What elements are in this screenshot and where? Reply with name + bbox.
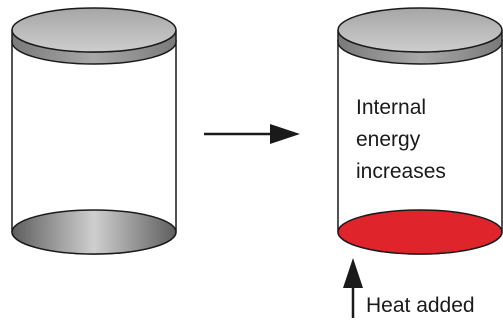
right-cylinder: Internal energy increases <box>337 7 503 255</box>
internal-energy-label-line-3: increases <box>356 160 446 183</box>
up-arrow-icon <box>343 258 363 318</box>
internal-energy-label-line-1: Internal <box>356 96 426 119</box>
left-cylinder <box>11 7 177 255</box>
internal-energy-label-line-2: energy <box>356 128 421 151</box>
internal-energy-label: Internal energy increases <box>356 96 446 183</box>
left-cylinder-lid-top <box>11 7 177 53</box>
heat-added-label: Heat added <box>366 294 475 317</box>
heated-base <box>337 209 503 255</box>
left-cylinder-base <box>11 209 177 255</box>
right-arrow-icon <box>204 124 300 144</box>
right-cylinder-lid-top <box>337 7 503 53</box>
